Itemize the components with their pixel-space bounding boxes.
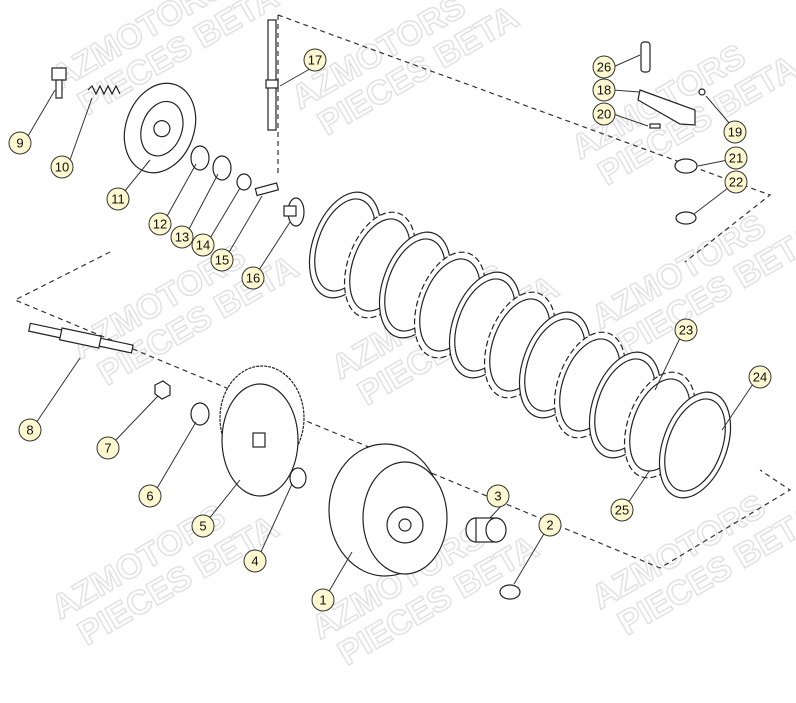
part-pushrod-17 xyxy=(265,19,279,131)
callout-number: 22 xyxy=(729,175,743,190)
callout-11: 11 xyxy=(106,187,130,211)
callout-number: 10 xyxy=(55,160,69,175)
part-bolt-9 xyxy=(51,67,67,99)
parts xyxy=(28,19,732,600)
callout-21: 21 xyxy=(724,146,748,170)
callout-23: 23 xyxy=(674,318,698,342)
callout-26: 26 xyxy=(592,55,616,79)
clutch-plate-stack xyxy=(308,191,732,499)
lower-group-box xyxy=(13,251,792,569)
part-bushing-21 xyxy=(674,158,698,174)
callout-6: 6 xyxy=(138,484,162,508)
callout-15: 15 xyxy=(210,248,234,272)
part-washer-4 xyxy=(289,467,307,489)
upper-group-box xyxy=(277,14,772,263)
callout-number: 15 xyxy=(215,253,229,268)
callout-8: 8 xyxy=(18,418,42,442)
callout-number: 9 xyxy=(16,136,23,151)
part-spring-10 xyxy=(87,84,121,96)
callout-7: 7 xyxy=(96,436,120,460)
callout-number: 16 xyxy=(246,271,260,286)
part-washer-2 xyxy=(499,584,521,600)
callout-3: 3 xyxy=(486,484,510,508)
callout-14: 14 xyxy=(191,233,215,257)
callout-10: 10 xyxy=(50,155,74,179)
steel-plate xyxy=(658,391,732,499)
callout-number: 6 xyxy=(146,489,153,504)
callout-number: 14 xyxy=(196,238,210,253)
callout-5: 5 xyxy=(191,514,215,538)
callout-24: 24 xyxy=(748,365,772,389)
callout-22: 22 xyxy=(724,170,748,194)
callout-number: 23 xyxy=(679,323,693,338)
callout-number: 7 xyxy=(104,441,111,456)
callout-number: 4 xyxy=(251,554,258,569)
callout-number: 2 xyxy=(546,518,553,533)
part-gear-hub-5 xyxy=(219,365,305,497)
part-washer-6 xyxy=(190,402,210,426)
callout-number: 11 xyxy=(111,192,125,207)
callouts: 1234567891011121314151617181920212223242… xyxy=(8,48,772,612)
part-clutch-basket-1 xyxy=(328,443,448,577)
callout-13: 13 xyxy=(170,225,194,249)
callout-number: 12 xyxy=(153,217,167,232)
part-shaft-8 xyxy=(28,322,134,354)
callout-25: 25 xyxy=(610,498,634,522)
part-pushrod-head-16 xyxy=(283,197,305,227)
leader-lines xyxy=(27,54,754,594)
callout-number: 5 xyxy=(199,519,206,534)
callout-number: 8 xyxy=(26,423,33,438)
callout-20: 20 xyxy=(592,102,616,126)
callout-number: 1 xyxy=(319,593,326,608)
part-pressure-plate-11 xyxy=(123,82,197,174)
callout-1: 1 xyxy=(311,588,335,612)
part-pin-26 xyxy=(640,41,651,73)
part-bushing-3 xyxy=(465,517,507,543)
callout-number: 17 xyxy=(308,53,322,68)
callout-12: 12 xyxy=(148,212,172,236)
callout-number: 21 xyxy=(729,151,743,166)
callout-18: 18 xyxy=(592,78,616,102)
callout-19: 19 xyxy=(723,120,747,144)
part-lever-18 xyxy=(637,89,696,126)
part-screw-20 xyxy=(649,123,661,129)
callout-number: 24 xyxy=(753,370,767,385)
callout-9: 9 xyxy=(8,131,32,155)
part-nut-7 xyxy=(154,380,171,400)
callout-number: 19 xyxy=(728,125,742,140)
part-nut-14 xyxy=(236,173,252,191)
part-bearing-13 xyxy=(212,155,232,181)
callout-4: 4 xyxy=(243,549,267,573)
part-washer-22 xyxy=(675,211,697,225)
callout-17: 17 xyxy=(303,48,327,72)
part-stud-15 xyxy=(254,182,280,197)
callout-number: 3 xyxy=(494,489,501,504)
callout-number: 18 xyxy=(597,83,611,98)
callout-number: 20 xyxy=(597,107,611,122)
callout-16: 16 xyxy=(241,266,265,290)
callout-2: 2 xyxy=(538,513,562,537)
callout-number: 26 xyxy=(597,60,611,75)
part-screw-19 xyxy=(698,88,706,96)
part-washer-12 xyxy=(190,145,210,171)
callout-number: 25 xyxy=(615,503,629,518)
callout-number: 13 xyxy=(175,230,189,245)
